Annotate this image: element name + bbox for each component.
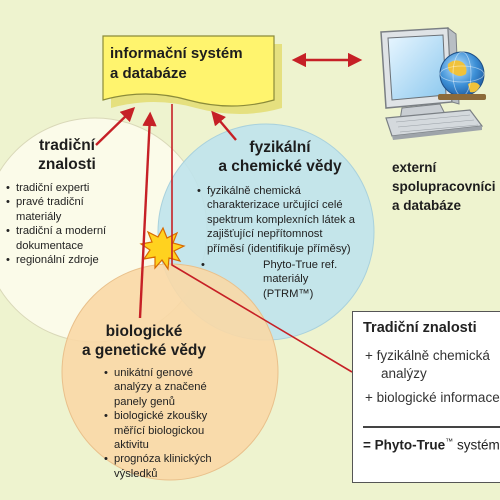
biogen-title: biologické a genetické vědy bbox=[64, 322, 224, 360]
list-item-sub: Phyto-True ref. materiály (PTRM™) bbox=[197, 258, 357, 301]
list-item: regionální zdroje bbox=[6, 253, 110, 268]
biogen-title-line2: a genetické vědy bbox=[81, 342, 207, 359]
traditional-list: tradiční experti pravé tradiční materiál… bbox=[6, 181, 110, 268]
external-line1: externí bbox=[392, 160, 437, 175]
system-title: informační systém a databáze bbox=[110, 44, 250, 84]
globe-icon bbox=[438, 51, 486, 100]
intersection-starburst-icon bbox=[139, 226, 186, 271]
summary-box: Tradiční znalosti + fyzikálně chemická a… bbox=[352, 311, 500, 483]
arrow-biogen bbox=[138, 111, 157, 319]
physchem-list: fyzikálně chemická charakterizace určují… bbox=[197, 184, 357, 301]
biogen-list: unikátní genové analýzy a značené panely… bbox=[104, 366, 216, 481]
traditional-title: tradiční znalosti bbox=[22, 136, 112, 174]
external-line3: a databáze bbox=[392, 198, 462, 213]
summary-result-brand: Phyto-True bbox=[374, 437, 446, 453]
arrow-traditional bbox=[95, 106, 136, 146]
arrow-physchem bbox=[211, 110, 237, 141]
summary-result-eq: = bbox=[363, 437, 371, 453]
system-title-line1: informační systém bbox=[110, 45, 243, 62]
summary-divider bbox=[363, 426, 500, 428]
physchem-title-line2: a chemické vědy bbox=[218, 158, 342, 175]
summary-line1b: analýzy bbox=[381, 366, 427, 381]
list-item: unikátní genové analýzy a značené panely… bbox=[104, 366, 216, 409]
summary-line1: + fyzikálně chemická bbox=[365, 348, 490, 363]
physchem-title-line1: fyzikální bbox=[249, 139, 311, 156]
computer-icon bbox=[380, 26, 484, 140]
core-connector-line bbox=[171, 104, 353, 373]
list-item: biologické zkoušky měřící biologickou ak… bbox=[104, 409, 216, 452]
traditional-title-line1: tradiční bbox=[39, 137, 95, 154]
traditional-title-line2: znalosti bbox=[38, 156, 96, 173]
summary-result-rest: systém bbox=[456, 437, 500, 453]
list-item: prognóza klinických výsledků bbox=[104, 452, 216, 481]
list-item: pravé tradiční materiály bbox=[6, 195, 110, 224]
biogen-title-line1: biologické bbox=[105, 323, 183, 340]
summary-title: Tradiční znalosti bbox=[363, 320, 477, 336]
external-line2: spolupracovníci bbox=[392, 179, 496, 194]
summary-result-tm: ™ bbox=[445, 437, 454, 446]
system-title-line2: a databáze bbox=[110, 65, 187, 82]
summary-result: = Phyto-True™ systém bbox=[363, 437, 500, 453]
list-item: tradiční a moderní dokumentace bbox=[6, 224, 110, 253]
external-label: externí spolupracovníci a databáze bbox=[392, 158, 500, 215]
summary-line2: + biologické informace bbox=[365, 390, 500, 405]
list-item: tradiční experti bbox=[6, 181, 110, 196]
system-box bbox=[102, 35, 275, 107]
list-item: fyzikálně chemická charakterizace určují… bbox=[197, 184, 357, 256]
physchem-title: fyzikální a chemické vědy bbox=[190, 138, 370, 176]
